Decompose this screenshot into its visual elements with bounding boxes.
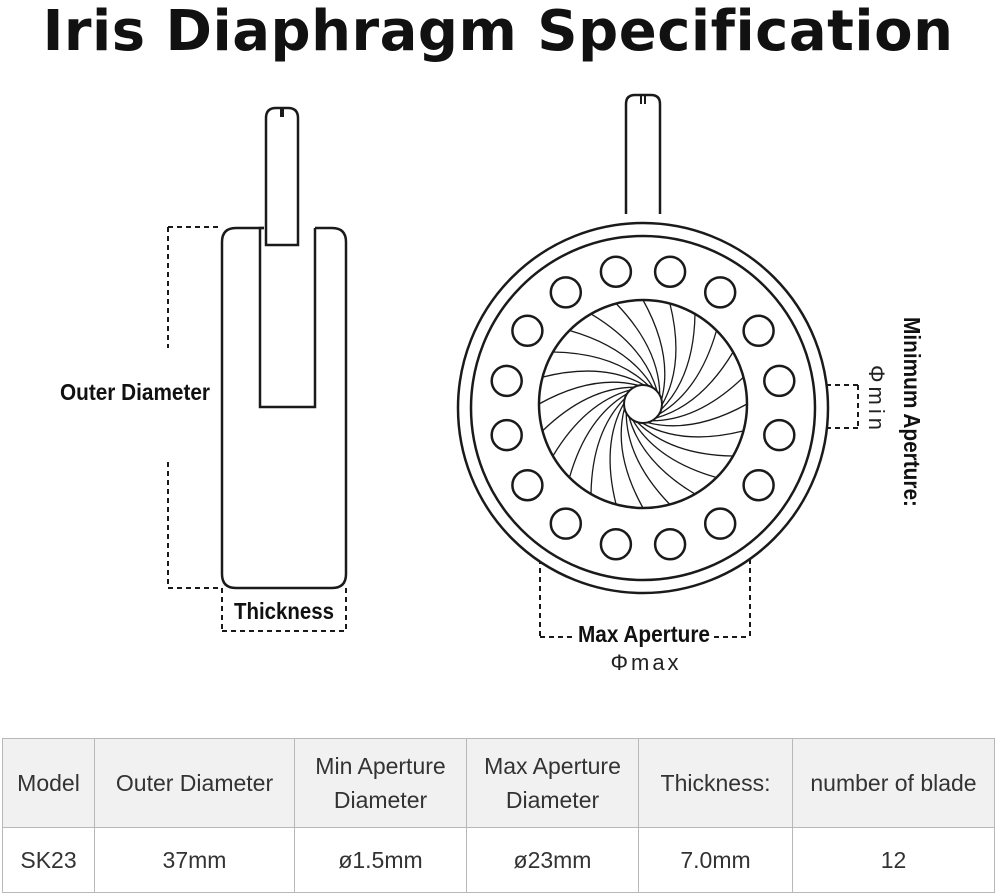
header-min-aperture: Min Aperture Diameter: [294, 738, 467, 828]
side-view-lever: [264, 106, 300, 247]
iris-blade-edge: [620, 408, 644, 509]
side-view: [220, 106, 348, 590]
iris-blade-edge: [660, 313, 696, 411]
iris-blade-edge: [552, 389, 631, 457]
mounting-hole: [599, 255, 633, 288]
header-blade-count: number of blade: [792, 738, 995, 828]
iris-blade-edge: [628, 416, 696, 495]
mounting-hole: [490, 418, 523, 452]
mounting-hole: [763, 418, 796, 452]
cell-model: SK23: [2, 827, 95, 893]
mounting-hole: [490, 364, 523, 398]
mounting-hole: [742, 468, 775, 502]
mounting-hole: [549, 276, 583, 309]
iris-blade-edge: [609, 402, 625, 505]
iris-blade-edge: [615, 303, 661, 396]
iris-blade-edge: [625, 412, 671, 505]
front-view: [456, 93, 830, 595]
iris-blade-edge: [590, 313, 658, 392]
cell-max-aperture: ø23mm: [466, 827, 639, 893]
side-view-body: [220, 226, 348, 590]
iris-blade-edge: [542, 370, 645, 386]
header-outer-diameter: Outer Diameter: [94, 738, 295, 828]
iris-blades: [538, 299, 748, 509]
table-row: SK23 37mm ø1.5mm ø23mm 7.0mm 12: [2, 827, 995, 893]
mounting-hole: [703, 507, 737, 540]
inner-ring: [469, 234, 817, 582]
iris-blade-edge: [590, 397, 626, 495]
phi-min-label: Φmin: [864, 365, 889, 434]
iris-diagram: Outer Diameter Thickness Max Aperture Φm…: [60, 93, 925, 675]
header-model: Model: [2, 738, 95, 828]
iris-blade-edge: [658, 330, 718, 415]
mounting-hole: [599, 528, 633, 561]
mounting-hole: [549, 507, 583, 540]
iris-blade-edge: [632, 419, 717, 479]
cell-min-aperture: ø1.5mm: [294, 827, 467, 893]
iris-blade-edge: [568, 393, 628, 478]
minimum-aperture-label: Minimum Aperture:: [899, 317, 925, 507]
mounting-hole: [703, 276, 737, 309]
mounting-hole: [511, 468, 544, 502]
side-view-slot: [258, 226, 317, 409]
cell-blade-count: 12: [792, 827, 995, 893]
mounting-hole: [763, 364, 796, 398]
iris-blade-edge: [642, 299, 666, 400]
page-title: Iris Diaphragm Specification: [42, 0, 954, 64]
front-view-lever: [624, 93, 662, 214]
mounting-hole: [653, 528, 687, 561]
thickness-label: Thickness: [234, 598, 334, 624]
iris-blade-edge: [647, 403, 748, 427]
mounting-hole: [742, 314, 775, 348]
mounting-hole: [653, 255, 687, 288]
min-aperture-hole: [623, 384, 663, 424]
iris-blade-edge: [552, 351, 650, 387]
iris-blade-edge: [641, 422, 744, 438]
iris-blade-edge: [655, 351, 734, 419]
spec-table: Model Outer Diameter Min Aperture Diamet…: [2, 738, 995, 893]
iris-blade-edge: [661, 303, 677, 406]
iris-blade-edge: [542, 386, 635, 432]
mounting-hole: [511, 314, 544, 348]
iris-blade-edge: [569, 329, 654, 389]
max-aperture-label: Max Aperture: [578, 621, 710, 647]
phi-max-label: Φmax: [610, 650, 681, 675]
cell-outer-diameter: 37mm: [94, 827, 295, 893]
table-header-row: Model Outer Diameter Min Aperture Diamet…: [2, 738, 995, 828]
iris-blade-edge: [651, 376, 744, 422]
mounting-holes: [490, 255, 796, 561]
outer-diameter-label: Outer Diameter: [60, 379, 210, 405]
iris-blade-edge: [538, 381, 639, 405]
cell-thickness: 7.0mm: [638, 827, 793, 893]
header-thickness: Thickness:: [638, 738, 793, 828]
header-max-aperture: Max Aperture Diameter: [466, 738, 639, 828]
iris-blade-edge: [636, 421, 734, 457]
